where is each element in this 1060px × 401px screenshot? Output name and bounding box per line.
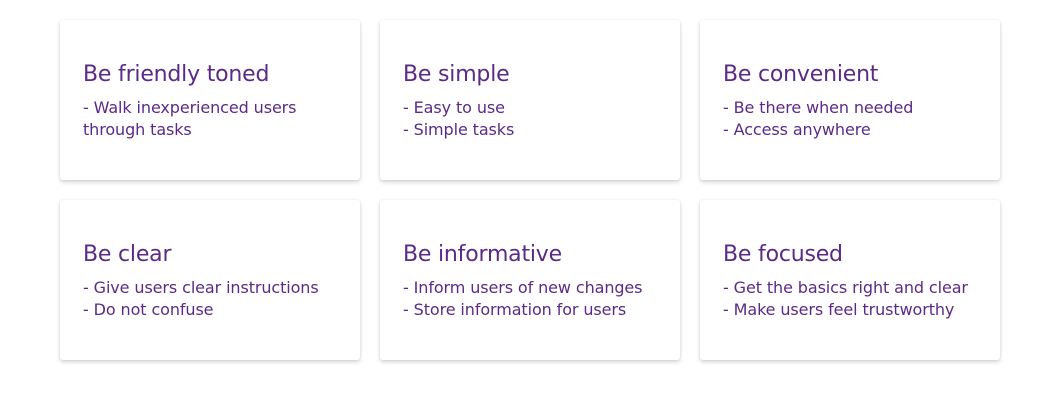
card-description: - Get the basics right and clear - Make …: [723, 277, 978, 321]
card-description: - Easy to use - Simple tasks: [403, 97, 658, 141]
card-line: - Be there when needed: [723, 98, 914, 117]
card-line: - Store information for users: [403, 300, 627, 319]
card-description: - Walk inexperienced users through tasks: [83, 97, 338, 141]
card-line: - Easy to use: [403, 98, 505, 117]
card-line: - Get the basics right and clear: [723, 278, 968, 297]
card-title: Be focused: [723, 242, 843, 267]
card-description: - Give users clear instructions - Do not…: [83, 277, 338, 321]
principle-card-simple: Be simple - Easy to use - Simple tasks: [380, 20, 680, 180]
card-title: Be clear: [83, 242, 172, 267]
card-line: - Access anywhere: [723, 120, 871, 139]
card-title: Be convenient: [723, 62, 879, 87]
card-title: Be informative: [403, 242, 562, 267]
principle-card-informative: Be informative - Inform users of new cha…: [380, 200, 680, 360]
principle-card-friendly-toned: Be friendly toned - Walk inexperienced u…: [60, 20, 360, 180]
card-line: - Inform users of new changes: [403, 278, 643, 297]
card-description: - Be there when needed - Access anywhere: [723, 97, 978, 141]
principle-card-clear: Be clear - Give users clear instructions…: [60, 200, 360, 360]
principles-grid: Be friendly toned - Walk inexperienced u…: [60, 20, 1000, 360]
card-line: - Give users clear instructions: [83, 278, 319, 297]
card-title: Be friendly toned: [83, 62, 270, 87]
card-line: - Walk inexperienced users through tasks: [83, 98, 297, 139]
card-description: - Inform users of new changes - Store in…: [403, 277, 658, 321]
card-line: - Do not confuse: [83, 300, 214, 319]
principle-card-convenient: Be convenient - Be there when needed - A…: [700, 20, 1000, 180]
card-title: Be simple: [403, 62, 510, 87]
principle-card-focused: Be focused - Get the basics right and cl…: [700, 200, 1000, 360]
card-line: - Simple tasks: [403, 120, 515, 139]
card-line: - Make users feel trustworthy: [723, 300, 955, 319]
